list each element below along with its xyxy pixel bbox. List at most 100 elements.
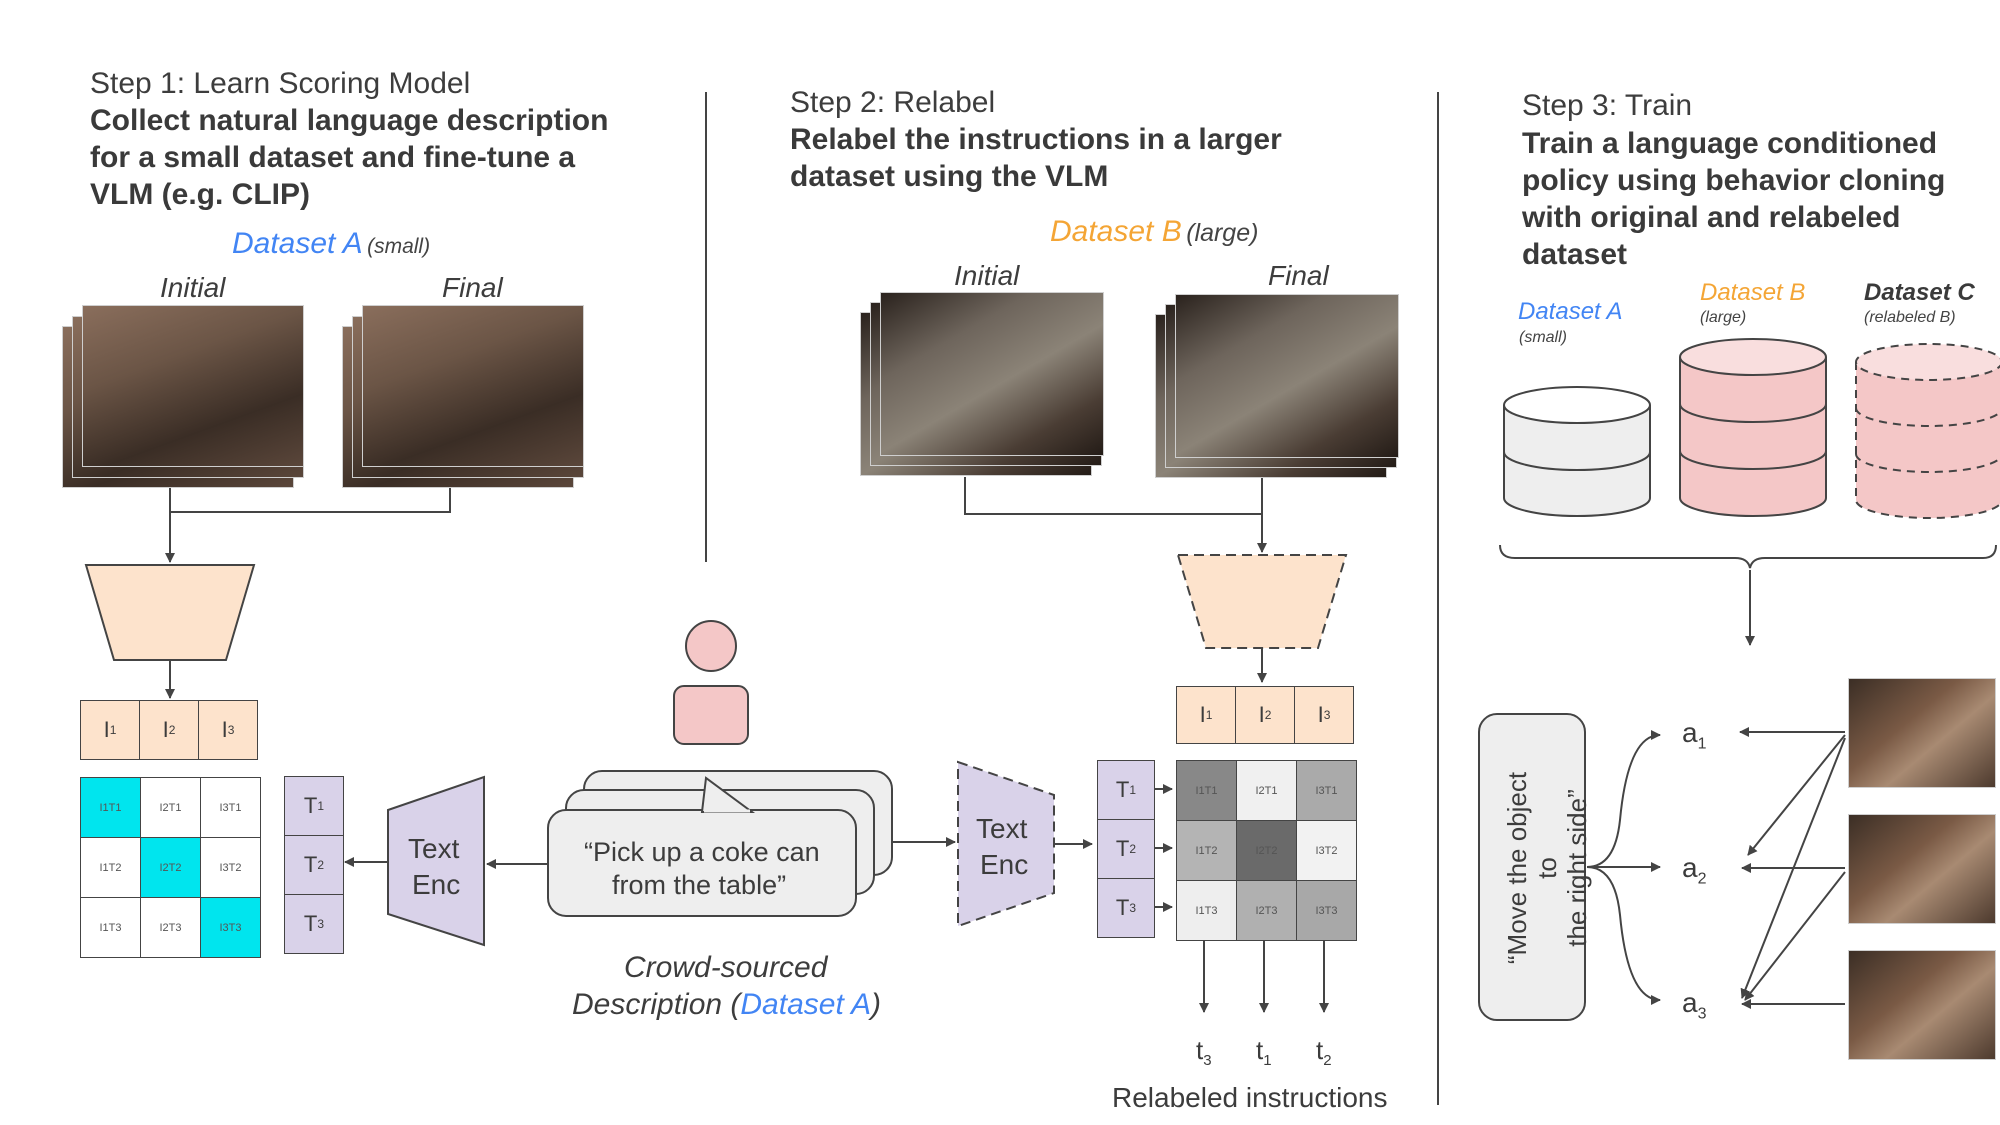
- step2-matrix-cell-3-2: I2T3: [1236, 880, 1297, 941]
- step2-image-encoder: [1176, 554, 1348, 649]
- photo1-to-a2: [1747, 734, 1846, 856]
- action-1: a1: [1682, 717, 1707, 753]
- step2-matrix-cell-2-1: I1T2: [1176, 820, 1237, 881]
- step1-initial-frame: [82, 305, 304, 467]
- step2-matrix-cell-label: I3T1: [1315, 784, 1338, 797]
- crowd-caption-dataset: Dataset A: [740, 988, 872, 1021]
- step1-matrix-cell-3-2: I2T3: [140, 897, 201, 958]
- step2-output-2: t1: [1256, 1035, 1272, 1070]
- step1-matrix-cell-1-2: I2T1: [140, 777, 201, 838]
- instruction-line-1: “Move the object to: [1502, 771, 1562, 965]
- step3-desc-2: policy using behavior cloning: [1522, 164, 1946, 197]
- step1-matrix-cell-2-2: I2T2: [140, 837, 201, 898]
- step2-final-label: Final: [1268, 260, 1329, 291]
- crowd-caption-prefix: Description (: [572, 988, 741, 1021]
- branch-to-a3: [1586, 866, 1661, 1005]
- step1-final-frame: [362, 305, 584, 467]
- step2-desc-2: dataset using the VLM: [790, 160, 1109, 193]
- step1-dataset-size: (small): [367, 235, 431, 258]
- database-b: [1679, 338, 1827, 517]
- instruction-text: “Move the object to the right side”: [1502, 768, 1592, 968]
- trajectory-frame-3: [1848, 950, 1996, 1060]
- step2-matrix-cell-1-3: I3T1: [1296, 760, 1357, 821]
- trajectory-frame-1: [1848, 678, 1996, 788]
- step1-matrix-cell-label: I2T2: [159, 861, 182, 874]
- step2-matrix-cell-2-2: I2T2: [1236, 820, 1297, 881]
- step2-matrix-cell-label: I2T1: [1255, 784, 1278, 797]
- step1-text-encoder: [387, 775, 485, 947]
- step1-heading: Step 1: Learn Scoring Model: [90, 67, 471, 100]
- step2-merge-line: [964, 477, 1263, 515]
- step1-desc-3: VLM (e.g. CLIP): [90, 178, 310, 211]
- database-c: [1855, 343, 2000, 519]
- step3-dataset-a-name: Dataset A: [1518, 298, 1623, 325]
- step1-text-enc-label-2: Enc: [412, 869, 461, 900]
- step3-dataset-b-size: (large): [1700, 309, 1747, 326]
- step1-dataset-label: Dataset A (small): [232, 226, 430, 262]
- step2-dataset-size: (large): [1186, 219, 1259, 247]
- step1-matrix-cell-label: I1T3: [99, 921, 122, 934]
- step2-matrix-cell-1-2: I2T1: [1236, 760, 1297, 821]
- step1-dataset-name: Dataset A: [232, 227, 363, 260]
- step2-output-3: t2: [1316, 1035, 1332, 1070]
- step3-dataset-b-name: Dataset B: [1700, 279, 1806, 306]
- datasets-brace: [1499, 544, 1997, 569]
- action-2: a2: [1682, 852, 1707, 888]
- action-3: a3: [1682, 987, 1707, 1023]
- person-body: [673, 685, 749, 745]
- step1-matrix-cell-1-1: I1T1: [80, 777, 141, 838]
- step1-text-enc-label-1: Text: [408, 833, 460, 864]
- step2-matrix-cell-label: I3T2: [1315, 844, 1338, 857]
- step2-matrix-cell-label: I1T3: [1195, 904, 1218, 917]
- step1-matrix-cell-2-3: I3T2: [200, 837, 261, 898]
- step3-dataset-c-name: Dataset C: [1864, 279, 1975, 306]
- step1-matrix-cell-label: I3T1: [219, 801, 242, 814]
- step2-matrix-cell-3-3: I3T3: [1296, 880, 1357, 941]
- step2-matrix-cell-3-1: I1T3: [1176, 880, 1237, 941]
- step1-matrix-cell-label: I2T1: [159, 801, 182, 814]
- step1-merge-line: [169, 487, 451, 513]
- step2-matrix-cell-2-3: I3T2: [1296, 820, 1357, 881]
- step1-matrix-cell-1-3: I3T1: [200, 777, 261, 838]
- step2-matrix-cell-label: I2T3: [1255, 904, 1278, 917]
- step2-matrix-cell-label: I1T2: [1195, 844, 1218, 857]
- speech-line-2: from the table”: [612, 870, 787, 900]
- step1-matrix-cell-3-3: I3T3: [200, 897, 261, 958]
- step2-matrix-cell-1-1: I1T1: [1176, 760, 1237, 821]
- step1-matrix-cell-label: I1T2: [99, 861, 122, 874]
- step1-matrix-cell-3-1: I1T3: [80, 897, 141, 958]
- step1-desc-2: for a small dataset and fine-tune a: [90, 141, 576, 174]
- step2-matrix-cell-label: I3T3: [1315, 904, 1338, 917]
- step2-matrix-cell-label: I2T2: [1255, 844, 1278, 857]
- step2-matrix-cell-label: I1T1: [1195, 784, 1218, 797]
- step1-initial-label: Initial: [160, 272, 226, 303]
- speech-line-1: “Pick up a coke can: [584, 837, 820, 867]
- step3-heading: Step 3: Train: [1522, 89, 1693, 122]
- step2-initial-label: Initial: [954, 260, 1020, 291]
- crowd-caption-suffix: ): [871, 988, 882, 1021]
- step1-final-label: Final: [442, 272, 503, 303]
- relabeled-caption: Relabeled instructions: [1112, 1082, 1388, 1113]
- step2-final-frame: [1175, 294, 1399, 458]
- step1-image-encoder: [84, 564, 256, 661]
- step2-dataset-label: Dataset B (large): [1050, 214, 1258, 250]
- person-head: [685, 620, 737, 672]
- step2-text-enc-label-1: Text: [976, 813, 1028, 844]
- step3-desc-1: Train a language conditioned: [1522, 127, 1938, 160]
- step2-heading: Step 2: Relabel: [790, 86, 996, 119]
- instruction-box: [1478, 713, 1586, 1021]
- step1-desc-1: Collect natural language description: [90, 104, 609, 137]
- step1-matrix-cell-label: I3T3: [219, 921, 242, 934]
